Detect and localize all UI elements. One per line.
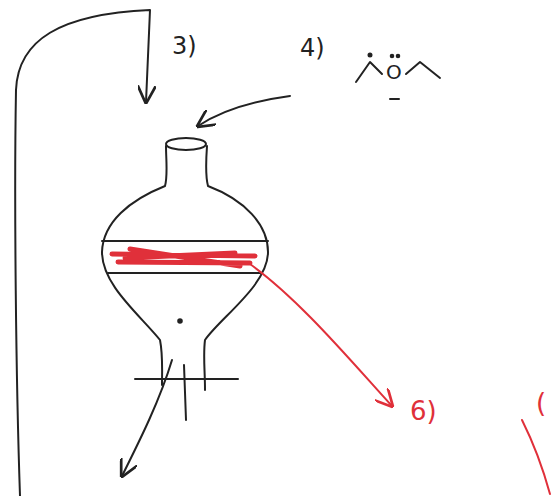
ether-structure — [356, 62, 382, 82]
outlet-arrow — [122, 360, 172, 476]
addition-arrow — [198, 96, 290, 126]
ether-structure — [406, 62, 440, 78]
phase-line — [102, 240, 268, 242]
dot — [369, 54, 372, 57]
callout-number: 3) — [172, 34, 197, 58]
lone-pair — [397, 55, 400, 58]
red-stroke — [522, 420, 550, 494]
callout-number: 6) — [410, 398, 437, 424]
transfer-arrow — [250, 264, 392, 406]
funnel-stopper — [166, 138, 206, 150]
funnel-body — [204, 146, 268, 390]
organic-layer — [112, 249, 255, 266]
funnel-body — [102, 146, 167, 385]
dot — [178, 319, 182, 323]
lone-pair — [391, 55, 394, 58]
lone-pair — [390, 98, 399, 100]
callout-number: 4) — [300, 36, 325, 60]
stopcock — [184, 365, 186, 420]
atom-label: O — [386, 62, 402, 82]
phase-line — [108, 272, 262, 274]
callout-mark: ( — [536, 390, 546, 416]
stopcock — [135, 378, 238, 380]
